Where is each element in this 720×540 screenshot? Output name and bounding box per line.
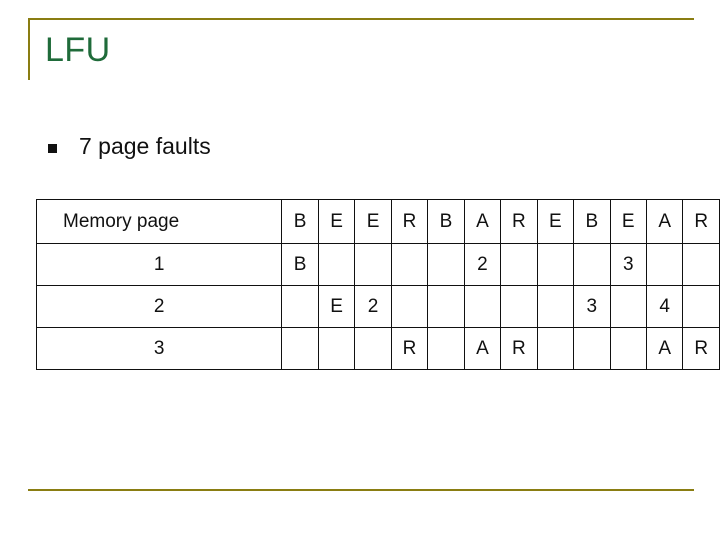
frame-cell (281, 285, 319, 328)
ref-cell: E (354, 199, 392, 244)
ref-cell: R (682, 199, 720, 244)
frame-cell (390, 243, 429, 286)
ref-cell: B (281, 199, 319, 244)
frame-cell (682, 285, 720, 328)
frame-cell (354, 327, 392, 370)
ref-cell: A (463, 199, 502, 244)
row-label: 2 (35, 285, 283, 328)
ref-cell: A (645, 199, 684, 244)
frame-cell (536, 243, 575, 286)
bullet-item-label: 7 page faults (79, 133, 211, 159)
frame-cell (427, 327, 465, 370)
bullet-item: 7 page faults (48, 133, 211, 160)
frame-cell (317, 243, 356, 286)
frame-cell (390, 285, 429, 328)
frame-cell (536, 327, 575, 370)
frame-cell (573, 243, 611, 286)
frame-cell: B (281, 243, 319, 286)
ref-cell: B (573, 199, 611, 244)
left-decorative-rule (28, 18, 30, 80)
frame-cell (609, 285, 647, 328)
frame-cell: 2 (463, 243, 502, 286)
table-row: 1 B 2 3 (35, 243, 720, 286)
frame-cell: A (463, 327, 502, 370)
bottom-decorative-rule (28, 489, 694, 491)
memory-page-header: Memory page (35, 199, 283, 244)
row-label: 3 (35, 327, 283, 370)
top-decorative-rule (28, 18, 694, 20)
frame-cell: 2 (354, 285, 392, 328)
frame-cell (427, 285, 465, 328)
frame-cell: E (317, 285, 356, 328)
memory-page-table: Memory page B E E R B A R E B E A R 1 B … (35, 199, 720, 370)
frame-cell: A (645, 327, 684, 370)
frame-cell (427, 243, 465, 286)
ref-cell: R (390, 199, 429, 244)
frame-cell (354, 243, 392, 286)
frame-cell (463, 285, 502, 328)
frame-cell: 3 (573, 285, 611, 328)
frame-cell (500, 243, 538, 286)
table-row: 3 R A R A R (35, 327, 720, 370)
frame-cell: R (682, 327, 720, 370)
ref-cell: E (609, 199, 647, 244)
table-row: 2 E 2 3 4 (35, 285, 720, 328)
frame-cell: 4 (645, 285, 684, 328)
frame-cell: 3 (609, 243, 647, 286)
frame-cell (536, 285, 575, 328)
frame-cell (682, 243, 720, 286)
row-label: 1 (35, 243, 283, 286)
ref-cell: E (536, 199, 575, 244)
frame-cell (609, 327, 647, 370)
frame-cell (281, 327, 319, 370)
ref-cell: E (317, 199, 356, 244)
frame-cell: R (390, 327, 429, 370)
ref-cell: B (427, 199, 465, 244)
frame-cell (645, 243, 684, 286)
table-header-row: Memory page B E E R B A R E B E A R (35, 199, 720, 244)
page-title: LFU (45, 31, 111, 69)
frame-cell (573, 327, 611, 370)
frame-cell (500, 285, 538, 328)
square-bullet-icon (48, 144, 57, 153)
ref-cell: R (500, 199, 538, 244)
frame-cell (317, 327, 356, 370)
frame-cell: R (500, 327, 538, 370)
